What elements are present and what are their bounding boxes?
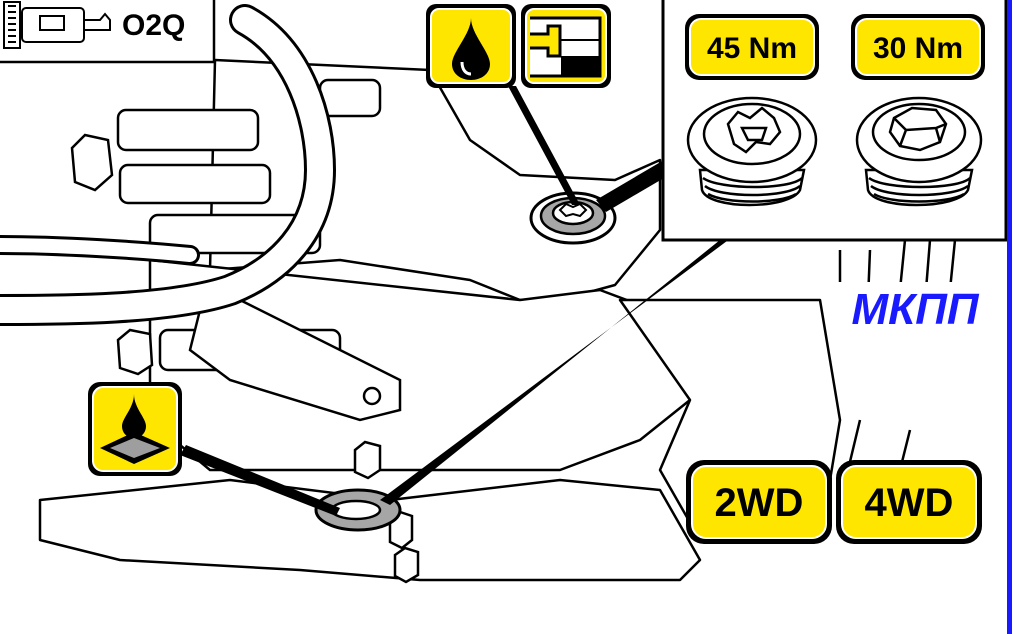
- drive-4wd-label: 4WD: [865, 481, 954, 525]
- torque-badge-left: 45 Nm: [685, 14, 819, 80]
- gearbox-type-label: МКПП: [852, 285, 980, 334]
- torque-panel: 45 Nm 30 Nm: [661, 0, 1008, 242]
- mount-bracket: [188, 298, 402, 422]
- hex-plug-icon: [855, 96, 983, 207]
- fill-plug: [529, 191, 617, 245]
- drive-badge-2wd: 2WD: [686, 460, 832, 544]
- torque-left-value: 45 Nm: [707, 32, 797, 65]
- callout-leaders: [180, 86, 735, 516]
- drain-plug: [314, 488, 402, 532]
- fill-level-badge: [521, 4, 611, 88]
- fuel-filter-icon: [3, 1, 111, 49]
- hose-lines: [0, 4, 336, 326]
- drain-oil-icon: [100, 394, 170, 464]
- drive-2wd-label: 2WD: [715, 481, 804, 525]
- gearbox-label-bg: [835, 282, 995, 338]
- torque-right-value: 30 Nm: [873, 32, 963, 65]
- drive-badge-4wd: 4WD: [836, 460, 982, 544]
- torx-plug-icon: [686, 96, 818, 207]
- header-code: O2Q: [122, 9, 185, 42]
- bracket-hole: [362, 386, 382, 406]
- housing-ribs: [838, 239, 957, 471]
- gearbox-housing-lines: [38, 58, 842, 582]
- fill-level-icon: [530, 16, 602, 78]
- torque-badge-right: 30 Nm: [851, 14, 985, 80]
- drain-oil-badge: [88, 382, 182, 476]
- right-border: [1007, 0, 1012, 634]
- header-box: O2Q: [0, 0, 216, 64]
- oil-badge: [426, 4, 516, 88]
